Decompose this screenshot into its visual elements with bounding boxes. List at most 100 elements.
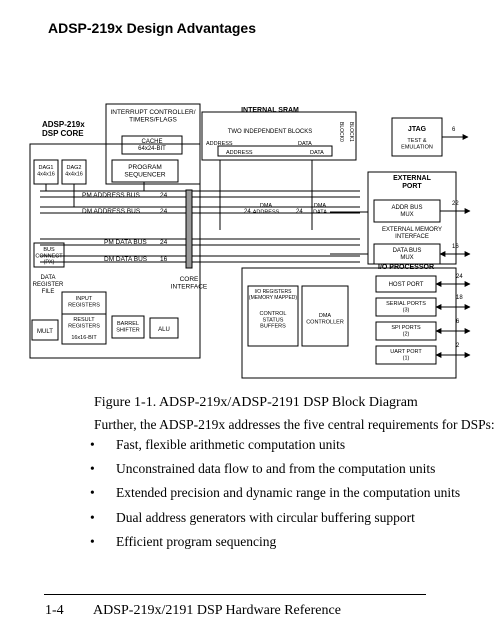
internal-sram-label: INTERNAL SRAM [241, 107, 299, 114]
spi-width: 6 [456, 319, 460, 325]
program-sequencer-box [111, 159, 179, 183]
bullet-glyph: • [90, 509, 95, 525]
alu-label: ALU [158, 327, 170, 333]
io-registers-label: I/O REGISTERS(MEMORY MAPPED) [249, 289, 297, 301]
block1-label: BLOCK1 [348, 122, 354, 142]
core-interface-bar [185, 189, 193, 269]
dm-data-bus-label: DM DATA BUS [104, 256, 148, 263]
ext-address-width: 22 [452, 201, 459, 207]
list-item: • Dual address generators with circular b… [90, 506, 460, 530]
dm-address-bus-label: DM ADDRESS BUS [82, 208, 141, 215]
uart-port-label: UART PORT(1) [390, 349, 422, 361]
test-emulation-label: TEST &EMULATION [401, 138, 433, 150]
page-number: 1-4 [45, 603, 64, 618]
dma-data-width: 24 [296, 209, 303, 215]
ext-data-width: 16 [452, 244, 459, 250]
interrupt-controller-box [105, 103, 201, 185]
cache-box [121, 135, 183, 155]
list-item-text: Efficient program sequencing [116, 533, 277, 549]
list-item: • Extended precision and dynamic range in… [90, 481, 460, 505]
list-item: • Efficient program sequencing [90, 530, 460, 554]
section-title: ADSP-219x Design Advantages [48, 20, 256, 36]
pm-address-bus [40, 190, 360, 198]
figure-caption: Figure 1-1. ADSP-219x/ADSP-2191 DSP Bloc… [94, 395, 418, 410]
result-registers-box [61, 313, 107, 345]
dm-data-bus [40, 255, 360, 263]
list-item: • Fast, flexible arithmetic computation u… [90, 433, 460, 457]
mult-box [31, 319, 59, 341]
uart-width: 2 [456, 343, 460, 349]
footer-rule [44, 594, 426, 595]
requirements-list: • Fast, flexible arithmetic computation u… [90, 433, 460, 554]
footer-title: ADSP-219x/2191 DSP Hardware Reference [93, 603, 341, 618]
list-item-text: Unconstrained data flow to and from the … [116, 461, 436, 477]
internal-sram-box [201, 111, 357, 161]
page-footer: 1-4 ADSP-219x/2191 DSP Hardware Reference [45, 603, 341, 619]
pm-data-width: 24 [160, 239, 168, 246]
host-port-label: HOST PORT [389, 282, 424, 288]
jtag-label: JTAG [408, 126, 427, 133]
dm-address-width: 24 [160, 208, 168, 215]
interrupt-controller-label: INTERRUPT CONTROLLER/TIMERS/FLAGS [110, 109, 195, 123]
list-item-text: Dual address generators with circular bu… [116, 509, 415, 525]
dma-address-width: 24 [244, 209, 251, 215]
jtag-width: 6 [452, 127, 456, 133]
two-blocks-label: TWO INDEPENDENT BLOCKS [228, 129, 313, 135]
dm-address-bus [40, 206, 360, 214]
register-size-label: 16x16-BIT [71, 335, 97, 341]
internal-buses [45, 160, 368, 255]
mult-label: MULT [37, 329, 53, 335]
pm-address-bus-label: PM ADDRESS BUS [82, 192, 140, 199]
pm-data-bus [40, 238, 360, 246]
io-registers-box [247, 285, 299, 347]
list-item-text: Extended precision and dynamic range in … [116, 485, 461, 501]
list-item: • Unconstrained data flow to and from the… [90, 457, 460, 481]
dsp-core-box [29, 143, 201, 359]
host-width: 24 [456, 274, 463, 280]
dm-data-width: 16 [160, 256, 168, 263]
bullet-glyph: • [90, 461, 95, 477]
list-item-text: Fast, flexible arithmetic computation un… [116, 437, 346, 452]
block0-label: BLOCK0 [338, 122, 344, 142]
barrel-shifter-box [111, 315, 145, 339]
sram-data-label: DATA [298, 141, 312, 147]
pm-address-width: 24 [160, 192, 168, 199]
bullet-glyph: • [90, 533, 95, 549]
sram-address-label: ADDRESS [206, 141, 233, 147]
intro-paragraph: Further, the ADSP-219x addresses the fiv… [94, 417, 495, 432]
spi-ports-label: SPI PORTS(2) [391, 325, 421, 337]
bullet-glyph: • [90, 437, 95, 452]
bullet-glyph: • [90, 485, 95, 501]
io-processor-label: I/O PROCESSOR [378, 264, 434, 271]
io-processor-box [241, 267, 457, 379]
serial-ports-label: SERIAL PORTS(3) [386, 301, 426, 313]
sram-inner-block [217, 145, 333, 157]
sram-data-label-2: DATA [310, 150, 324, 156]
pm-data-bus-label: PM DATA BUS [104, 239, 147, 246]
dma-controller-box [301, 285, 349, 347]
serial-width: 18 [456, 295, 463, 301]
alu-box [149, 317, 179, 339]
sram-address-label-2: ADDRESS [226, 150, 253, 156]
bus-connect-box [33, 242, 65, 268]
